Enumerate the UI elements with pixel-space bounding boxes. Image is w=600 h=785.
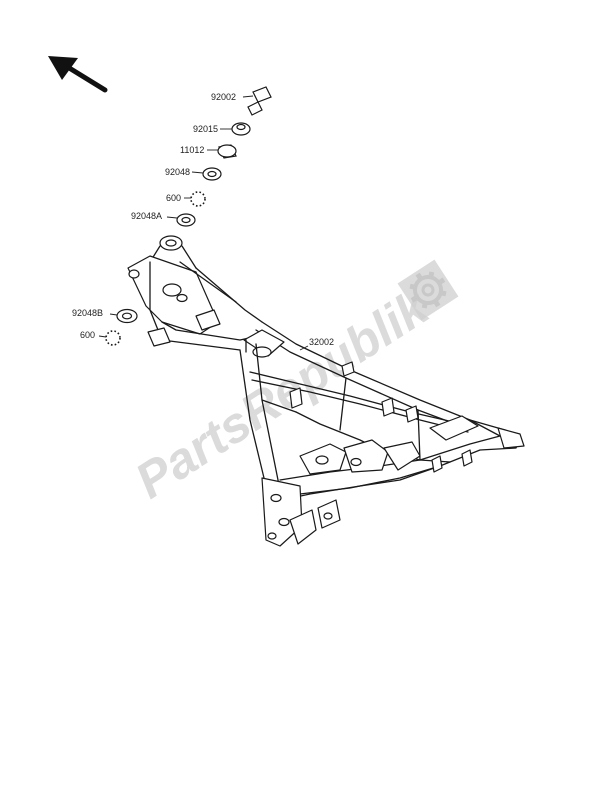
label-92048A: 92048A [131,211,162,221]
part-600-bearing-upper [184,191,206,207]
label-11012: 11012 [180,145,204,155]
part-92015-nut [220,122,251,136]
part-600-bearing-lower [98,330,121,346]
label-92002: 92002 [211,92,236,102]
part-92048B-race [109,308,138,324]
part-92048-washer [191,167,222,181]
arrow-up-left-icon [48,56,108,93]
gear-icon [397,259,459,321]
part-32002-frame [127,235,525,547]
part-11012-bushing [207,144,237,159]
label-32002: 32002 [309,337,334,347]
label-600-lower: 600 [80,330,95,340]
label-600-upper: 600 [166,193,181,203]
part-92002-bolt [242,86,272,116]
part-92048A-race [166,213,196,227]
label-92048B: 92048B [72,308,103,318]
label-92015: 92015 [193,124,218,134]
label-92048: 92048 [165,167,190,177]
